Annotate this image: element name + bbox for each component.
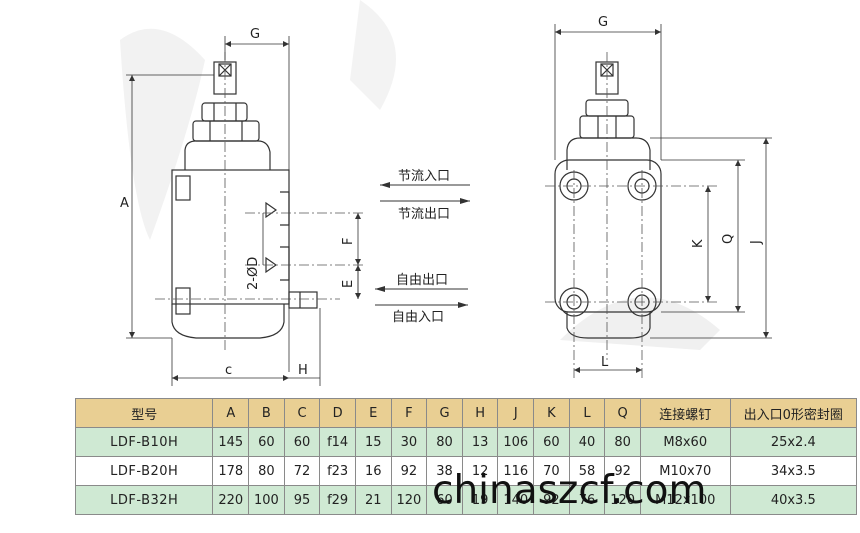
front-view [554, 61, 662, 339]
spec-table: 型号 A B C D E F G H J K L Q 连接螺钉 出入口0形密封圈… [74, 398, 858, 515]
port-free-out: 自由出口 [396, 273, 448, 288]
table-header: D [319, 398, 356, 428]
dim-c: c [225, 363, 232, 378]
port-labels: 节流入口 节流出口 自由出口 自由入口 [392, 169, 450, 325]
table-cell: 70 [533, 456, 570, 486]
table-header: K [533, 398, 570, 428]
table-cell: 13 [461, 427, 499, 457]
dim-J: J [749, 240, 764, 245]
port-arrowheads [375, 182, 470, 308]
table-cell: 30 [390, 427, 428, 457]
center-lines [155, 52, 365, 352]
table-cell: 60 [426, 485, 463, 515]
port-arrows [375, 184, 470, 306]
table-cell: M8x60 [639, 427, 731, 457]
table-cell: 120 [390, 485, 428, 515]
table-cell: 80 [426, 427, 463, 457]
table-cell: 95 [283, 485, 321, 515]
table-cell: LDF-B32H [74, 485, 214, 515]
table-header: H [461, 398, 499, 428]
table-header: J [497, 398, 535, 428]
table-cell: 15 [354, 427, 392, 457]
table-cell: 92 [604, 456, 641, 486]
dim-Q: Q [721, 234, 736, 244]
table-cell: M12x100 [639, 485, 731, 515]
dim-K: K [691, 239, 706, 248]
table-cell: 178 [212, 456, 250, 486]
table-header: 连接螺钉 [639, 398, 731, 428]
table-header: 型号 [74, 398, 214, 428]
front-dimension-arrows [555, 29, 769, 373]
front-center-lines [545, 52, 720, 378]
table-cell: 116 [497, 456, 535, 486]
decor-brush [560, 297, 720, 350]
table-header: F [390, 398, 428, 428]
table-header: Q [604, 398, 641, 428]
table-cell: f14 [319, 427, 356, 457]
decor-brush [350, 0, 396, 110]
table-cell: LDF-B10H [74, 427, 214, 457]
dim-D: 2-ØD [246, 257, 261, 290]
port-throttle-out: 节流出口 [398, 207, 450, 222]
table-cell: 145 [212, 427, 250, 457]
table-row: LDF-B10H 145 60 60 f14 15 30 80 13 106 6… [74, 427, 858, 457]
dim-L: L [601, 355, 609, 370]
table-header: B [248, 398, 285, 428]
table-cell: 120 [604, 485, 641, 515]
technical-drawing: G A c H F E 2-ØD 节流入口 节流出口 自由出口 自由入口 [120, 0, 772, 386]
table-cell: 25x2.4 [729, 427, 858, 457]
table-cell: 34x3.5 [729, 456, 858, 486]
table-cell: 60 [283, 427, 321, 457]
table-cell: 12 [461, 456, 499, 486]
port-throttle-in: 节流入口 [398, 169, 450, 184]
table-cell: 140 [497, 485, 535, 515]
table-cell: 21 [354, 485, 392, 515]
table-cell: 220 [212, 485, 250, 515]
table-cell: 40x3.5 [729, 485, 858, 515]
table-cell: 72 [283, 456, 321, 486]
decor-brush [120, 28, 205, 240]
table-cell: f29 [319, 485, 356, 515]
table-cell: 60 [248, 427, 285, 457]
table-cell: 40 [568, 427, 606, 457]
dim-H: H [298, 363, 308, 378]
table-cell: f23 [319, 456, 356, 486]
dim-F: F [341, 238, 356, 245]
table-header: G [426, 398, 463, 428]
table-cell: 92 [390, 456, 428, 486]
table-cell: M10x70 [639, 456, 731, 486]
table-cell: 92 [533, 485, 570, 515]
table-header: A [212, 398, 250, 428]
front-dimension-labels: G K Q J L [598, 15, 764, 370]
table-row: LDF-B32H 220 100 95 f29 21 120 60 19 140… [74, 485, 858, 515]
table-cell: 76 [568, 485, 606, 515]
watermark-text: chinaszcf.com [432, 468, 707, 513]
table-cell: 106 [497, 427, 535, 457]
table-header: L [568, 398, 606, 428]
dimension-labels: G A c H F E 2-ØD [120, 27, 356, 378]
dim-A: A [120, 196, 129, 211]
dim-G-left: G [250, 27, 260, 42]
front-dimension-lines [554, 24, 772, 371]
table-header: 出入口0形密封圈 [729, 398, 858, 428]
table-cell: LDF-B20H [74, 456, 214, 486]
table-cell: 38 [426, 456, 463, 486]
table-cell: 60 [533, 427, 570, 457]
dim-E: E [341, 280, 356, 288]
table-cell: 80 [604, 427, 641, 457]
table-cell: 16 [354, 456, 392, 486]
table-cell: 19 [461, 485, 499, 515]
table-header-row: 型号 A B C D E F G H J K L Q 连接螺钉 出入口0形密封圈 [74, 398, 858, 428]
table-header: C [283, 398, 321, 428]
dimension-arrows [129, 41, 361, 381]
table-header: E [354, 398, 392, 428]
table-cell: 100 [248, 485, 285, 515]
table-cell: 80 [248, 456, 285, 486]
port-free-in: 自由入口 [392, 310, 444, 325]
dim-G-right: G [598, 15, 608, 30]
